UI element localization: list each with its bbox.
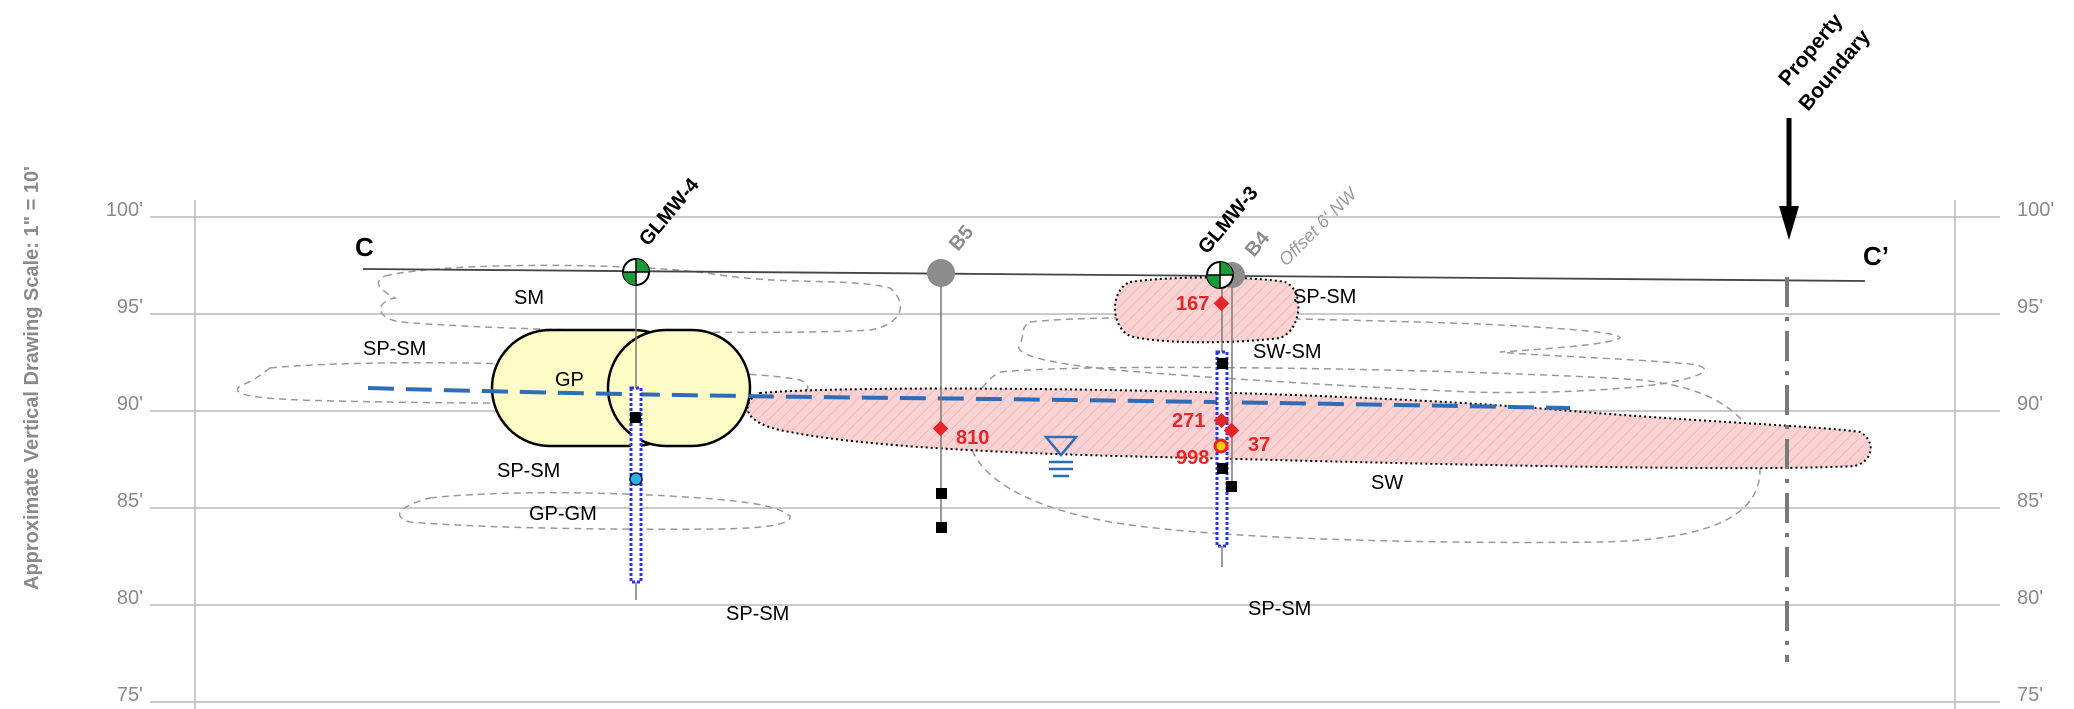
glmw-4-label: GLMW-4 [635, 174, 704, 251]
soil-label-gp: GP [555, 369, 584, 391]
sw-sm-lens [1017, 316, 1706, 394]
sample-marker-icon [1226, 481, 1237, 492]
concentration-diamond-icon [1213, 295, 1230, 312]
concentration-label-810: 810 [956, 427, 989, 449]
elev-label-right-85: 85' [2017, 490, 2043, 512]
soil-label-sp-sm-bottom-right: SP-SM [1248, 598, 1311, 620]
concentration-label-167: 167 [1176, 293, 1209, 315]
section-start-label: C [355, 232, 374, 262]
sample-markers [630, 358, 1237, 533]
elev-label-left-95: 95' [117, 296, 143, 318]
gp-gravel-oval-right [606, 328, 752, 448]
soil-label-sm: SM [514, 287, 544, 309]
glmw-4-sample-circle-icon [629, 472, 643, 486]
elev-label-right-75: 75' [2017, 684, 2043, 706]
b5-label: B5 [945, 221, 978, 255]
soil-label-sp-sm-mid: SP-SM [497, 460, 560, 482]
concentration-label-37: 37 [1248, 434, 1270, 456]
upper-plume [1114, 276, 1300, 344]
sw-lens [967, 366, 1761, 544]
sample-marker-icon [936, 522, 947, 533]
gp-gm-lens [398, 491, 791, 530]
sample-marker-icon [630, 412, 641, 423]
elev-label-right-100: 100' [2017, 199, 2054, 221]
monitoring-well-icon [1206, 261, 1234, 289]
elev-label-left-85: 85' [117, 490, 143, 512]
sample-marker-icon [1217, 463, 1228, 474]
offset-note: Offset 6' NW [1275, 183, 1362, 270]
concentration-diamond-icon [1223, 422, 1240, 439]
sample-marker-icon [936, 488, 947, 499]
soil-label-sp-sm-upper: SP-SM [363, 338, 426, 360]
concentration-diamond-icon [1213, 412, 1230, 429]
soil-label-sw-sm: SW-SM [1253, 341, 1322, 363]
b4-label: B4 [1241, 227, 1275, 261]
section-end-label: C’ [1863, 241, 1889, 271]
soil-label-sp-sm-right: SP-SM [1293, 286, 1356, 308]
elev-label-left-80: 80' [117, 587, 143, 609]
ground-surface-line [362, 268, 1866, 282]
water-table-icon [1043, 435, 1079, 478]
elev-label-left-90: 90' [117, 393, 143, 415]
sm-lens [377, 264, 902, 334]
elev-label-right-80: 80' [2017, 587, 2043, 609]
soil-label-sp-sm-bottom-left: SP-SM [726, 603, 789, 625]
property-boundary-label: Property Boundary [1774, 9, 1875, 115]
soil-boring-icon [927, 259, 955, 287]
soil-label-gp-gm: GP-GM [529, 503, 597, 525]
elev-label-right-95: 95' [2017, 296, 2043, 318]
elev-label-left-100: 100' [106, 199, 143, 221]
elev-label-left-75: 75' [117, 684, 143, 706]
concentration-circle-icon [1213, 438, 1229, 454]
monitoring-well-icon [622, 258, 650, 286]
vertical-scale-label: Approximate Vertical Drawing Scale: 1" =… [21, 166, 43, 590]
elev-label-right-90: 90' [2017, 393, 2043, 415]
sample-marker-icon [1217, 358, 1228, 369]
concentration-label-998: 998 [1176, 447, 1209, 469]
concentration-label-271: 271 [1172, 410, 1205, 432]
soil-label-sw: SW [1371, 472, 1403, 494]
water-table-line [367, 386, 1571, 410]
contaminant-plume [746, 387, 1872, 470]
property-boundary-arrow-icon [1779, 206, 1799, 240]
